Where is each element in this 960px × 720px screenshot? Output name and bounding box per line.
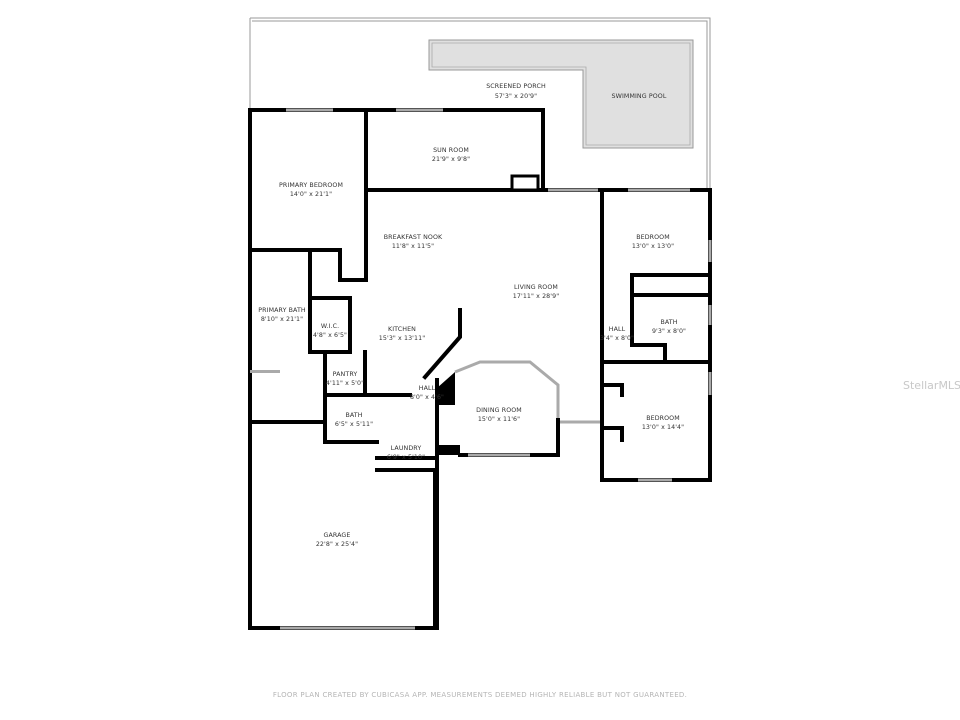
room-labels: SCREENED PORCH 57'3" x 20'9" SWIMMING PO… bbox=[258, 83, 686, 548]
sun-room-label: SUN ROOM bbox=[433, 147, 469, 154]
wic-label: W.I.C. bbox=[321, 323, 339, 330]
kitchen-size: 15'3" x 13'11" bbox=[379, 335, 425, 342]
dining-room-size: 15'0" x 11'6" bbox=[478, 416, 520, 423]
sun-room-size: 21'9" x 9'8" bbox=[432, 156, 470, 163]
wic-size: 4'8" x 6'5" bbox=[313, 332, 347, 339]
column bbox=[437, 372, 455, 405]
hall-2-label: HALL bbox=[419, 385, 436, 392]
bedroom-1-size: 13'0" x 13'0" bbox=[632, 243, 674, 250]
bath-2-size: 6'5" x 5'11" bbox=[335, 421, 373, 428]
fireplace bbox=[510, 174, 540, 192]
primary-bedroom-label: PRIMARY BEDROOM bbox=[279, 182, 343, 189]
living-room-label: LIVING ROOM bbox=[514, 284, 558, 291]
walls bbox=[248, 108, 712, 630]
laundry-size: 6'9" x 5'10" bbox=[387, 454, 425, 461]
primary-bedroom-size: 14'0" x 21'1" bbox=[290, 191, 332, 198]
kitchen-label: KITCHEN bbox=[388, 326, 416, 333]
bath-2-label: BATH bbox=[345, 412, 362, 419]
hall-1-size: 3'4" x 8'0" bbox=[600, 335, 634, 342]
swimming-pool-shape bbox=[428, 39, 694, 149]
bath-1-label: BATH bbox=[660, 319, 677, 326]
bedroom-1-label: BEDROOM bbox=[636, 234, 670, 241]
dining-room-label: DINING ROOM bbox=[476, 407, 522, 414]
laundry-label: LAUNDRY bbox=[391, 445, 422, 452]
bedroom-2-label: BEDROOM bbox=[646, 415, 680, 422]
bath-1-size: 9'3" x 8'0" bbox=[652, 328, 686, 335]
screened-porch-outline bbox=[249, 17, 711, 190]
garage-label: GARAGE bbox=[324, 532, 351, 539]
garage-size: 22'8" x 25'4" bbox=[316, 541, 358, 548]
screened-porch-size: 57'3" x 20'9" bbox=[495, 93, 537, 100]
footer-disclaimer: FLOOR PLAN CREATED BY CUBICASA APP. MEAS… bbox=[273, 691, 687, 699]
watermark-logo: StellarMLS bbox=[903, 379, 960, 392]
primary-bath-size: 8'10" x 21'1" bbox=[261, 316, 303, 323]
living-room-size: 17'11" x 28'9" bbox=[513, 293, 559, 300]
primary-bath-label: PRIMARY BATH bbox=[258, 307, 306, 314]
pantry-size: 4'11" x 5'0" bbox=[326, 380, 364, 387]
breakfast-nook-size: 11'8" x 11'5" bbox=[392, 243, 434, 250]
breakfast-nook-label: BREAKFAST NOOK bbox=[384, 234, 443, 241]
swimming-pool-label: SWIMMING POOL bbox=[612, 93, 667, 100]
pantry-label: PANTRY bbox=[333, 371, 358, 378]
hall-1-label: HALL bbox=[609, 326, 626, 333]
screened-porch-label: SCREENED PORCH bbox=[486, 83, 546, 90]
hall-2-size: 8'0" x 4'6" bbox=[410, 394, 444, 401]
bedroom-2-size: 13'0" x 14'4" bbox=[642, 424, 684, 431]
